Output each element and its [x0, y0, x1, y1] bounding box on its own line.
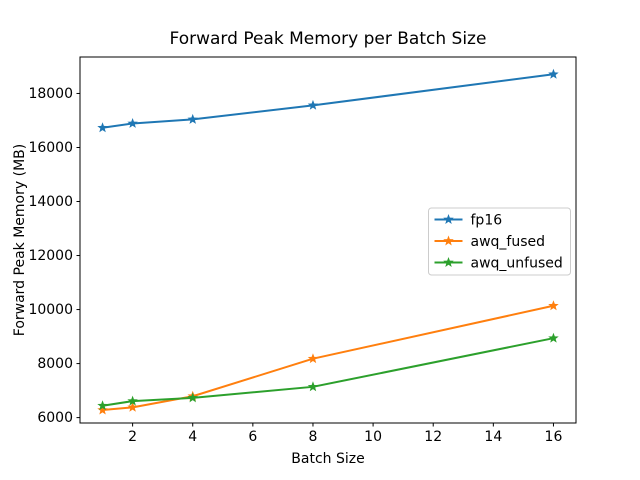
series-marker-fp16 [307, 99, 319, 110]
series-line-awq_fused [101, 304, 555, 412]
y-tick-label: 8000 [37, 356, 73, 372]
y-tick-label: 16000 [28, 140, 73, 156]
series-line-fp16 [101, 73, 555, 129]
legend-label-fp16: fp16 [471, 213, 503, 229]
y-tick-label: 12000 [28, 248, 73, 264]
series-marker-fp16 [187, 113, 198, 124]
series-marker-awq_unfused [307, 381, 319, 392]
x-axis-label: Batch Size [291, 451, 365, 467]
series-marker-fp16 [97, 122, 108, 133]
y-tick-label: 18000 [28, 86, 73, 102]
legend-box [428, 207, 571, 276]
legend-marker-fp16 [443, 214, 454, 224]
x-tick-label: 16 [545, 429, 563, 445]
series-marker-awq_fused [97, 404, 108, 415]
series-marker-fp16 [127, 117, 138, 128]
chart-title: Forward Peak Memory per Batch Size [169, 29, 487, 49]
legend-label-awq_fused: awq_fused [471, 234, 546, 250]
series-marker-awq_unfused [97, 400, 108, 411]
y-tick-label: 6000 [37, 410, 73, 426]
x-tick-label: 2 [128, 429, 137, 445]
x-tick-label: 12 [424, 429, 442, 445]
x-tick-label: 8 [309, 429, 318, 445]
y-tick-label: 10000 [28, 302, 73, 318]
series-marker-awq_unfused [127, 395, 138, 406]
series-marker-awq_fused [548, 300, 559, 311]
series-marker-awq_unfused [548, 332, 559, 343]
series-marker-awq_unfused [187, 392, 198, 403]
legend-marker-awq_fused [443, 235, 454, 246]
series-marker-fp16 [548, 68, 559, 79]
x-tick-label: 6 [248, 429, 257, 445]
series-line-awq_unfused [101, 337, 555, 407]
legend-marker-awq_unfused [443, 257, 454, 267]
x-tick-label: 4 [188, 429, 197, 445]
y-tick-label: 14000 [28, 194, 73, 210]
plot-border [79, 56, 577, 424]
series-marker-awq_fused [307, 353, 319, 364]
x-tick-label: 10 [364, 429, 382, 445]
series-marker-awq_fused [127, 401, 138, 412]
legend-label-awq_unfused: awq_unfused [471, 256, 563, 272]
x-tick-label: 14 [484, 429, 502, 445]
